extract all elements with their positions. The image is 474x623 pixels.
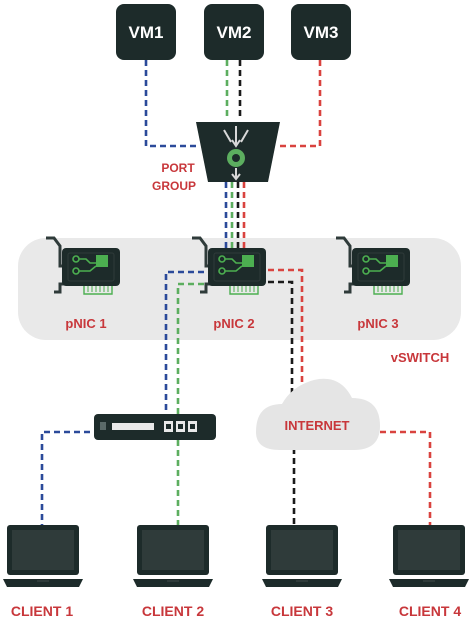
router-icon[interactable] — [94, 414, 216, 440]
vm2-box[interactable]: VM2 — [204, 4, 264, 60]
link-pnic2-internet-black — [268, 280, 294, 400]
port-group-label-line2: GROUP — [152, 179, 196, 193]
vm1-label: VM1 — [129, 23, 164, 42]
link-router-client1 — [40, 430, 100, 525]
laptop-icon[interactable] — [133, 525, 213, 587]
internet-label: INTERNET — [285, 418, 350, 433]
client2-label: CLIENT 2 — [142, 603, 204, 619]
link-vm3-portgroup — [278, 60, 322, 148]
pnic1-label: pNIC 1 — [65, 316, 106, 331]
vm3-label: VM3 — [304, 23, 339, 42]
client4-label: CLIENT 4 — [399, 603, 461, 619]
vswitch-label: vSWITCH — [391, 350, 450, 365]
connection-lines — [40, 60, 432, 525]
pnic2-label: pNIC 2 — [213, 316, 254, 331]
funnel-icon[interactable] — [196, 122, 280, 182]
laptop-icon[interactable] — [3, 525, 83, 587]
cloud-icon[interactable] — [256, 378, 380, 450]
port-group-label-line1: PORT — [161, 161, 195, 175]
link-pnic2-router-green — [176, 282, 214, 414]
laptop-icon[interactable] — [262, 525, 342, 587]
vm3-box[interactable]: VM3 — [291, 4, 351, 60]
vm2-label: VM2 — [217, 23, 252, 42]
link-pnic2-internet-red — [268, 268, 304, 400]
link-internet-client4 — [380, 430, 432, 525]
link-pnic2-router-blue — [164, 270, 214, 414]
pnic3-label: pNIC 3 — [357, 316, 398, 331]
laptop-icon[interactable] — [389, 525, 469, 587]
vm1-box[interactable]: VM1 — [116, 4, 176, 60]
client1-label: CLIENT 1 — [11, 603, 73, 619]
client3-label: CLIENT 3 — [271, 603, 333, 619]
link-vm1-portgroup — [144, 60, 198, 148]
